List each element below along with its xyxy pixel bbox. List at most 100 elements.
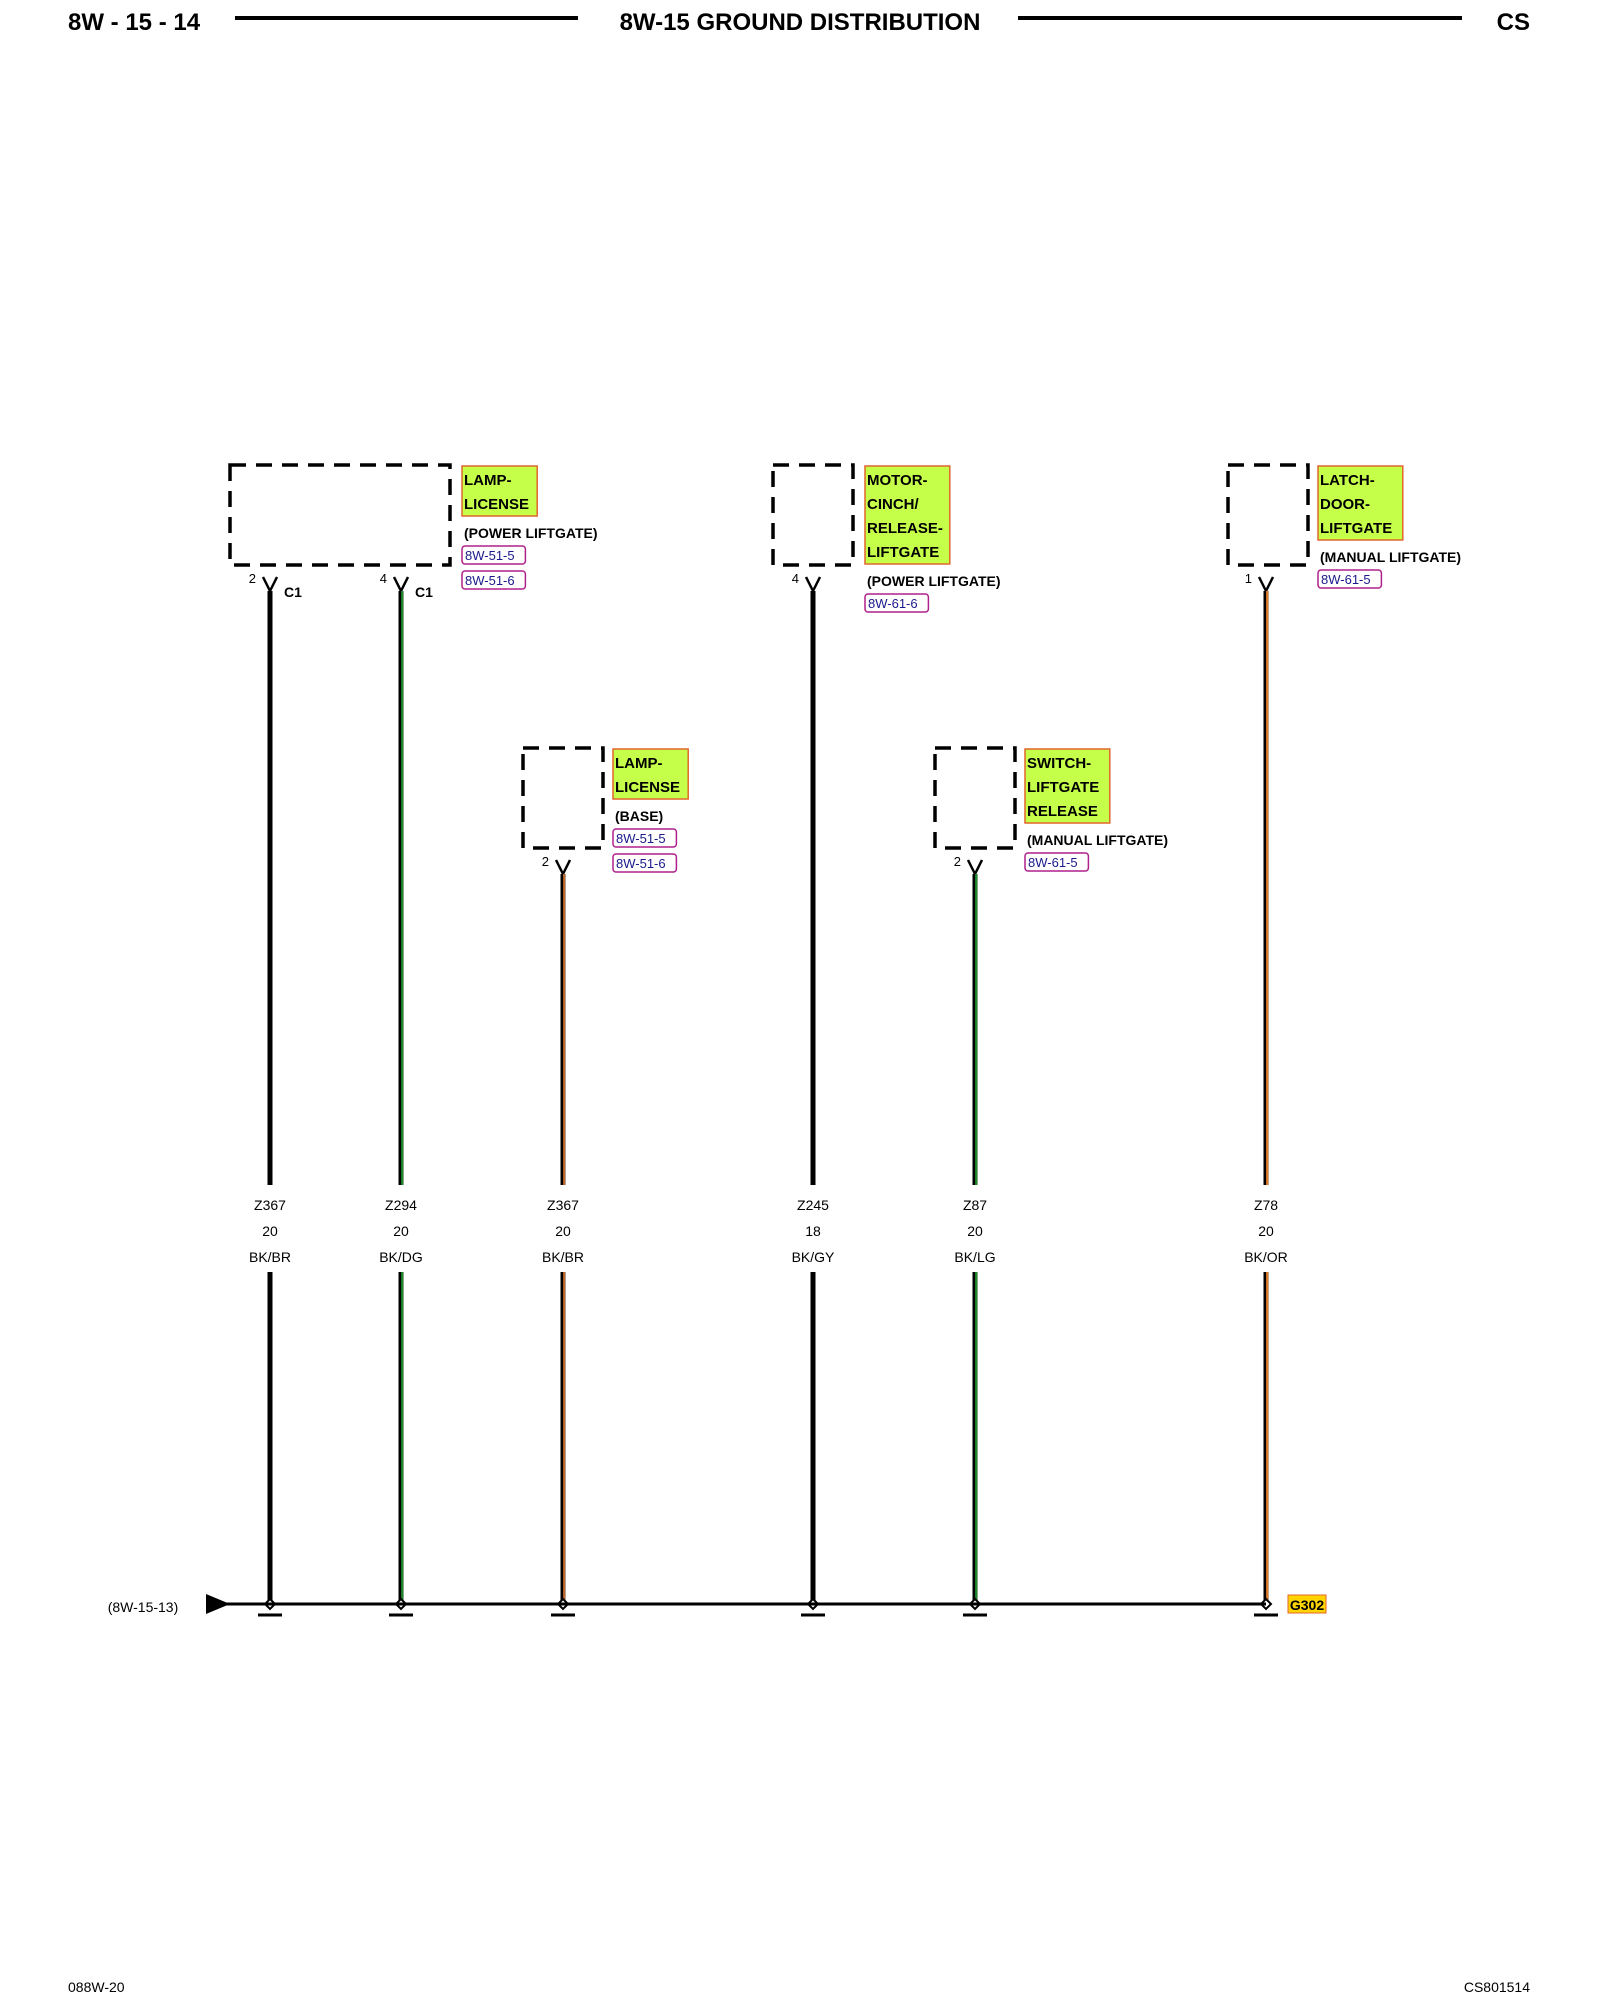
ref-link[interactable]: 8W-51-6 (465, 573, 515, 588)
pin-number: 4 (792, 571, 799, 586)
component-name-line[interactable]: LAMP- (615, 755, 663, 772)
wire-gauge: 20 (393, 1223, 409, 1239)
component-note: (POWER LIFTGATE) (867, 573, 1001, 589)
pin-number: 4 (380, 571, 387, 586)
component-name-line[interactable]: LICENSE (464, 496, 529, 513)
ref-link[interactable]: 8W-51-5 (616, 831, 666, 846)
component-note: (BASE) (615, 808, 663, 824)
footer-right-code: CS801514 (1464, 1979, 1530, 1995)
component-name-line[interactable]: CINCH/ (867, 496, 919, 513)
pin-number: 2 (542, 854, 549, 869)
component-name-highlight (461, 465, 538, 517)
wire-circuit: Z294 (385, 1197, 417, 1213)
ref-link-border (461, 570, 527, 590)
wire-color: BK/LG (954, 1249, 995, 1265)
wire-color: BK/GY (792, 1249, 835, 1265)
wire-color: BK/BR (249, 1249, 291, 1265)
component-note: (MANUAL LIFTGATE) (1320, 549, 1461, 565)
component-label-lamp-license-base: LAMP- LICENSE (BASE) 8W-51-5 8W-51-6 (612, 748, 689, 873)
ref-link[interactable]: 8W-61-6 (868, 596, 918, 611)
wire-gauge: 20 (967, 1223, 983, 1239)
wires: 2C1Z36720BK/BR4C1Z29420BK/DG2Z36720BK/BR… (249, 571, 1288, 1617)
component-name-line[interactable]: LIFTGATE (867, 544, 939, 561)
model-code: CS (1497, 9, 1530, 36)
pin-number: 2 (954, 854, 961, 869)
component-name-line[interactable]: LIFTGATE (1027, 779, 1099, 796)
component-name-line[interactable]: SWITCH- (1027, 755, 1091, 772)
component-note: (MANUAL LIFTGATE) (1027, 832, 1168, 848)
component-boxes (228, 463, 1310, 850)
wire-gauge: 20 (1258, 1223, 1274, 1239)
wire-gauge: 20 (262, 1223, 278, 1239)
component-box-switch-liftgate[interactable] (933, 746, 1017, 850)
ground-label[interactable]: G302 (1290, 1597, 1324, 1613)
header: 8W - 15 - 14 8W-15 GROUND DISTRIBUTION C… (68, 9, 1530, 36)
component-box-motor-cinch[interactable] (771, 463, 855, 567)
ref-link-border (1317, 569, 1383, 589)
component-name-highlight (612, 748, 689, 800)
component-box-latch-door[interactable] (1226, 463, 1310, 567)
component-name-highlight (1317, 465, 1404, 541)
wire-circuit: Z245 (797, 1197, 829, 1213)
ref-link-border (612, 853, 678, 873)
pin-number: 2 (249, 571, 256, 586)
connector-pin-icon (966, 859, 984, 877)
wire-circuit: Z367 (547, 1197, 579, 1213)
component-name-line[interactable]: RELEASE (1027, 803, 1098, 820)
component-name-line[interactable]: LICENSE (615, 779, 680, 796)
connector-pin-icon (554, 859, 572, 877)
footer: 088W-20 CS801514 (68, 1979, 1530, 1995)
wire-color: BK/DG (379, 1249, 423, 1265)
connector-pin-icon (392, 576, 410, 594)
component-name-line[interactable]: LATCH- (1320, 472, 1375, 489)
page-title: 8W-15 GROUND DISTRIBUTION (620, 9, 981, 36)
wire-circuit: Z87 (963, 1197, 987, 1213)
component-name-highlight (864, 465, 951, 565)
component-label-lamp-license-power: LAMP- LICENSE (POWER LIFTGATE) 8W-51-5 8W-51… (461, 465, 598, 590)
component-label-switch-liftgate: SWITCH- LIFTGATE RELEASE (MANUAL LIFTGATE) 8… (1024, 748, 1168, 872)
component-name-highlight (1024, 748, 1111, 824)
ref-link[interactable]: 8W-51-5 (465, 548, 515, 563)
component-name-line[interactable]: MOTOR- (867, 472, 928, 489)
ground-label-highlight (1287, 1594, 1327, 1614)
connector-pin-icon (804, 576, 822, 594)
component-box-lamp-license-base[interactable] (521, 746, 605, 850)
bus-from-ref[interactable]: (8W-15-13) (108, 1599, 179, 1615)
ref-link-border (612, 828, 678, 848)
wire-circuit: Z367 (254, 1197, 286, 1213)
ref-link-border (864, 593, 930, 613)
component-label-latch-door: LATCH- DOOR- LIFTGATE (MANUAL LIFTGATE) 8W-6… (1317, 465, 1461, 589)
component-name-line[interactable]: LAMP- (464, 472, 512, 489)
wire-color: BK/OR (1244, 1249, 1288, 1265)
component-note: (POWER LIFTGATE) (464, 525, 598, 541)
connector-pin-icon (1257, 576, 1275, 594)
ref-link[interactable]: 8W-51-6 (616, 856, 666, 871)
page-number: 8W - 15 - 14 (68, 9, 201, 36)
component-label-motor-cinch: MOTOR- CINCH/RELEASE- LIFTGATE (POWER LIFTG… (864, 465, 1001, 613)
ref-link-border (1024, 852, 1090, 872)
component-box-lamp-license-power[interactable] (228, 463, 452, 567)
connector-id[interactable]: C1 (284, 584, 302, 600)
footer-left-code: 088W-20 (68, 1979, 125, 1995)
component-name-line[interactable]: RELEASE- (867, 520, 943, 537)
ref-link[interactable]: 8W-61-5 (1028, 855, 1078, 870)
connector-id[interactable]: C1 (415, 584, 433, 600)
pin-number: 1 (1245, 571, 1252, 586)
ground-bus: (8W-15-13) G302 (108, 1594, 1327, 1615)
connector-pin-icon (261, 576, 279, 594)
wire-circuit: Z78 (1254, 1197, 1278, 1213)
ref-link[interactable]: 8W-61-5 (1321, 572, 1371, 587)
component-name-line[interactable]: LIFTGATE (1320, 520, 1392, 537)
component-labels: LAMP- LICENSE (POWER LIFTGATE) 8W-51-5 8W-51… (461, 465, 1461, 873)
wire-color: BK/BR (542, 1249, 584, 1265)
component-name-line[interactable]: DOOR- (1320, 496, 1370, 513)
wire-gauge: 18 (805, 1223, 821, 1239)
wire-gauge: 20 (555, 1223, 571, 1239)
